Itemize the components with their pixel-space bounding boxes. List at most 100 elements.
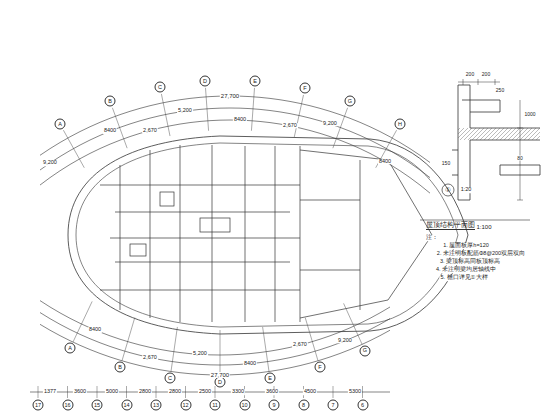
grid-bubble: F <box>300 83 311 94</box>
dimension-text: 2800 <box>138 389 152 395</box>
note-text: 5. 檐口详见①大样 <box>439 275 488 281</box>
grid-bubble: 13 <box>151 400 162 411</box>
axis-number: D <box>203 78 207 84</box>
grid-bubble: 8 <box>298 400 309 411</box>
detail-mark <box>442 184 454 196</box>
grid-bubble: B <box>105 96 116 107</box>
dimension-arc <box>40 313 390 365</box>
note-text: 2. 未注明板配筋Φ8@200双层双向 <box>436 251 526 257</box>
grid-bubble: 10 <box>239 400 250 411</box>
axis-number: 7 <box>331 402 334 408</box>
beams <box>100 145 432 322</box>
grid-bubble: 14 <box>121 400 132 411</box>
dimension-text: 27,700 <box>210 372 230 378</box>
grid-bubble: 9 <box>269 400 280 411</box>
axis-number: 6 <box>361 402 364 408</box>
grid-bubble: 11 <box>210 400 221 411</box>
dimension-arc <box>40 120 430 193</box>
grid-bubble: 17 <box>33 400 44 411</box>
note-text: 200 <box>465 72 475 77</box>
note-text: 200 <box>481 72 491 77</box>
dimension-text: 2,670 <box>292 342 308 348</box>
axis-number: F <box>303 85 306 91</box>
grid-bubble: G <box>360 345 371 356</box>
drawing-title: 屋顶结构平面图 <box>426 221 475 230</box>
grid-bubble: C <box>165 373 176 384</box>
dimension-text: 1377 <box>43 389 57 395</box>
dimension-text: 5000 <box>105 389 119 395</box>
note-text: 150 <box>441 161 451 166</box>
dimension-arc <box>40 301 390 355</box>
dimension-text: 2800 <box>168 389 182 395</box>
dimension-text: 8400 <box>243 361 257 367</box>
note-text: ① <box>444 187 452 194</box>
parapet-detail <box>452 79 540 200</box>
axis-number: G <box>348 98 352 104</box>
axis-number: C <box>158 84 162 90</box>
dimension-text: 5,200 <box>192 352 208 358</box>
hull-inner <box>76 143 458 327</box>
note-text: 注： <box>425 235 439 241</box>
axis-number: 13 <box>153 402 159 408</box>
axis-number: G <box>363 348 367 354</box>
grid-bubble: G <box>345 96 356 107</box>
grid-bubble: A <box>55 119 66 130</box>
grid-bubble: E <box>250 75 261 86</box>
axis-number: F <box>318 365 321 371</box>
axis-number: B <box>108 98 112 104</box>
dimension-text: 8400 <box>233 117 247 123</box>
axis-number: 17 <box>35 402 41 408</box>
hull-outline <box>68 136 468 334</box>
dimension-text: 3600 <box>73 389 87 395</box>
axis-number: 12 <box>182 402 188 408</box>
axis-number: 11 <box>212 402 218 408</box>
axis-number: H <box>398 121 402 127</box>
axis-number: A <box>68 346 72 352</box>
grid-bubble: H <box>395 119 406 130</box>
axis-number: D <box>218 379 222 385</box>
grid-bubble: 7 <box>328 400 339 411</box>
dimension-text: 5,200 <box>177 108 193 114</box>
grid-bubble: 16 <box>62 400 73 411</box>
grid-bubble: C <box>155 82 166 93</box>
grid-bubble: F <box>315 362 326 373</box>
note-text: 1:100 <box>475 224 492 230</box>
axis-number: 15 <box>94 402 100 408</box>
axis-number: 10 <box>241 402 247 408</box>
dimension-text: 27,700 <box>220 93 240 99</box>
dimension-text: 2,670 <box>282 123 298 129</box>
axis-number: E <box>268 376 272 382</box>
axis-number: E <box>253 78 257 84</box>
grid-bubble: 12 <box>180 400 191 411</box>
grid-bubble: 6 <box>357 400 368 411</box>
dimension-text: 8400 <box>378 159 392 165</box>
dimension-arc <box>40 108 430 178</box>
axis-number: A <box>58 121 62 127</box>
note-text: 3. 梁顶标高同板顶标高 <box>439 259 501 265</box>
dimension-arc <box>40 96 430 163</box>
note-text: 80 <box>516 156 524 161</box>
axis-number: C <box>168 376 172 382</box>
note-text: 4. 未注明梁均居轴线中 <box>435 267 497 273</box>
axis-number: 8 <box>302 402 305 408</box>
dimension-text: 9,200 <box>322 121 338 127</box>
grid-bubble: A <box>65 343 76 354</box>
note-text: 1:20 <box>460 187 473 193</box>
dimension-text: 3300 <box>231 389 245 395</box>
grid-bubble: D <box>200 75 211 86</box>
axis-number: 16 <box>64 402 70 408</box>
axis-number: B <box>118 365 122 371</box>
dimension-text: 9,200 <box>337 338 353 344</box>
dimension-text: 2,670 <box>142 355 158 361</box>
note-text: 250 <box>495 88 505 93</box>
grid-bubble: D <box>215 377 226 388</box>
axis-number: 9 <box>272 402 275 408</box>
note-text: 1000 <box>523 112 536 117</box>
axis-number: 14 <box>123 402 129 408</box>
dimension-text: 8400 <box>103 128 117 134</box>
dimension-text: 2500 <box>198 389 212 395</box>
dimension-text: 2,670 <box>142 128 158 134</box>
grid-bubble: E <box>265 373 276 384</box>
grid-bubble: 15 <box>92 400 103 411</box>
